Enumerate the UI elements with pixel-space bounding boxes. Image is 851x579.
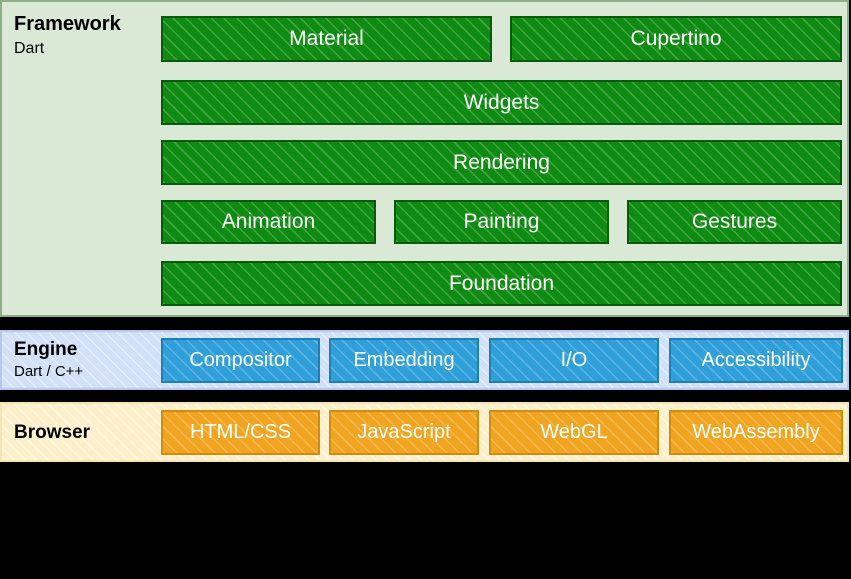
browser-title: Browser — [14, 422, 91, 443]
framework-title: Framework — [14, 13, 121, 35]
engine-subtitle: Dart / C++ — [14, 362, 84, 380]
box-javascript: JavaScript — [329, 410, 479, 455]
engine-caption: Engine Dart / C++ — [14, 338, 83, 382]
box-compositor: Compositor — [161, 338, 320, 383]
box-animation: Animation — [161, 200, 376, 244]
box-cupertino: Cupertino — [510, 16, 842, 62]
box-material: Material — [161, 16, 492, 62]
box-painting: Painting — [394, 200, 609, 244]
box-foundation: Foundation — [161, 261, 842, 306]
box-webassembly: WebAssembly — [669, 410, 843, 455]
box-embedding: Embedding — [329, 338, 479, 383]
framework-caption: Framework Dart — [14, 12, 121, 59]
browser-caption: Browser — [14, 421, 90, 445]
box-widgets: Widgets — [161, 80, 842, 125]
box-html-css: HTML/CSS — [161, 410, 320, 455]
box-webgl: WebGL — [489, 410, 659, 455]
engine-title: Engine — [14, 339, 78, 360]
box-accessibility: Accessibility — [669, 338, 843, 383]
box-io: I/O — [489, 338, 659, 383]
box-gestures: Gestures — [627, 200, 842, 244]
framework-subtitle: Dart — [14, 40, 45, 57]
box-rendering: Rendering — [161, 140, 842, 185]
